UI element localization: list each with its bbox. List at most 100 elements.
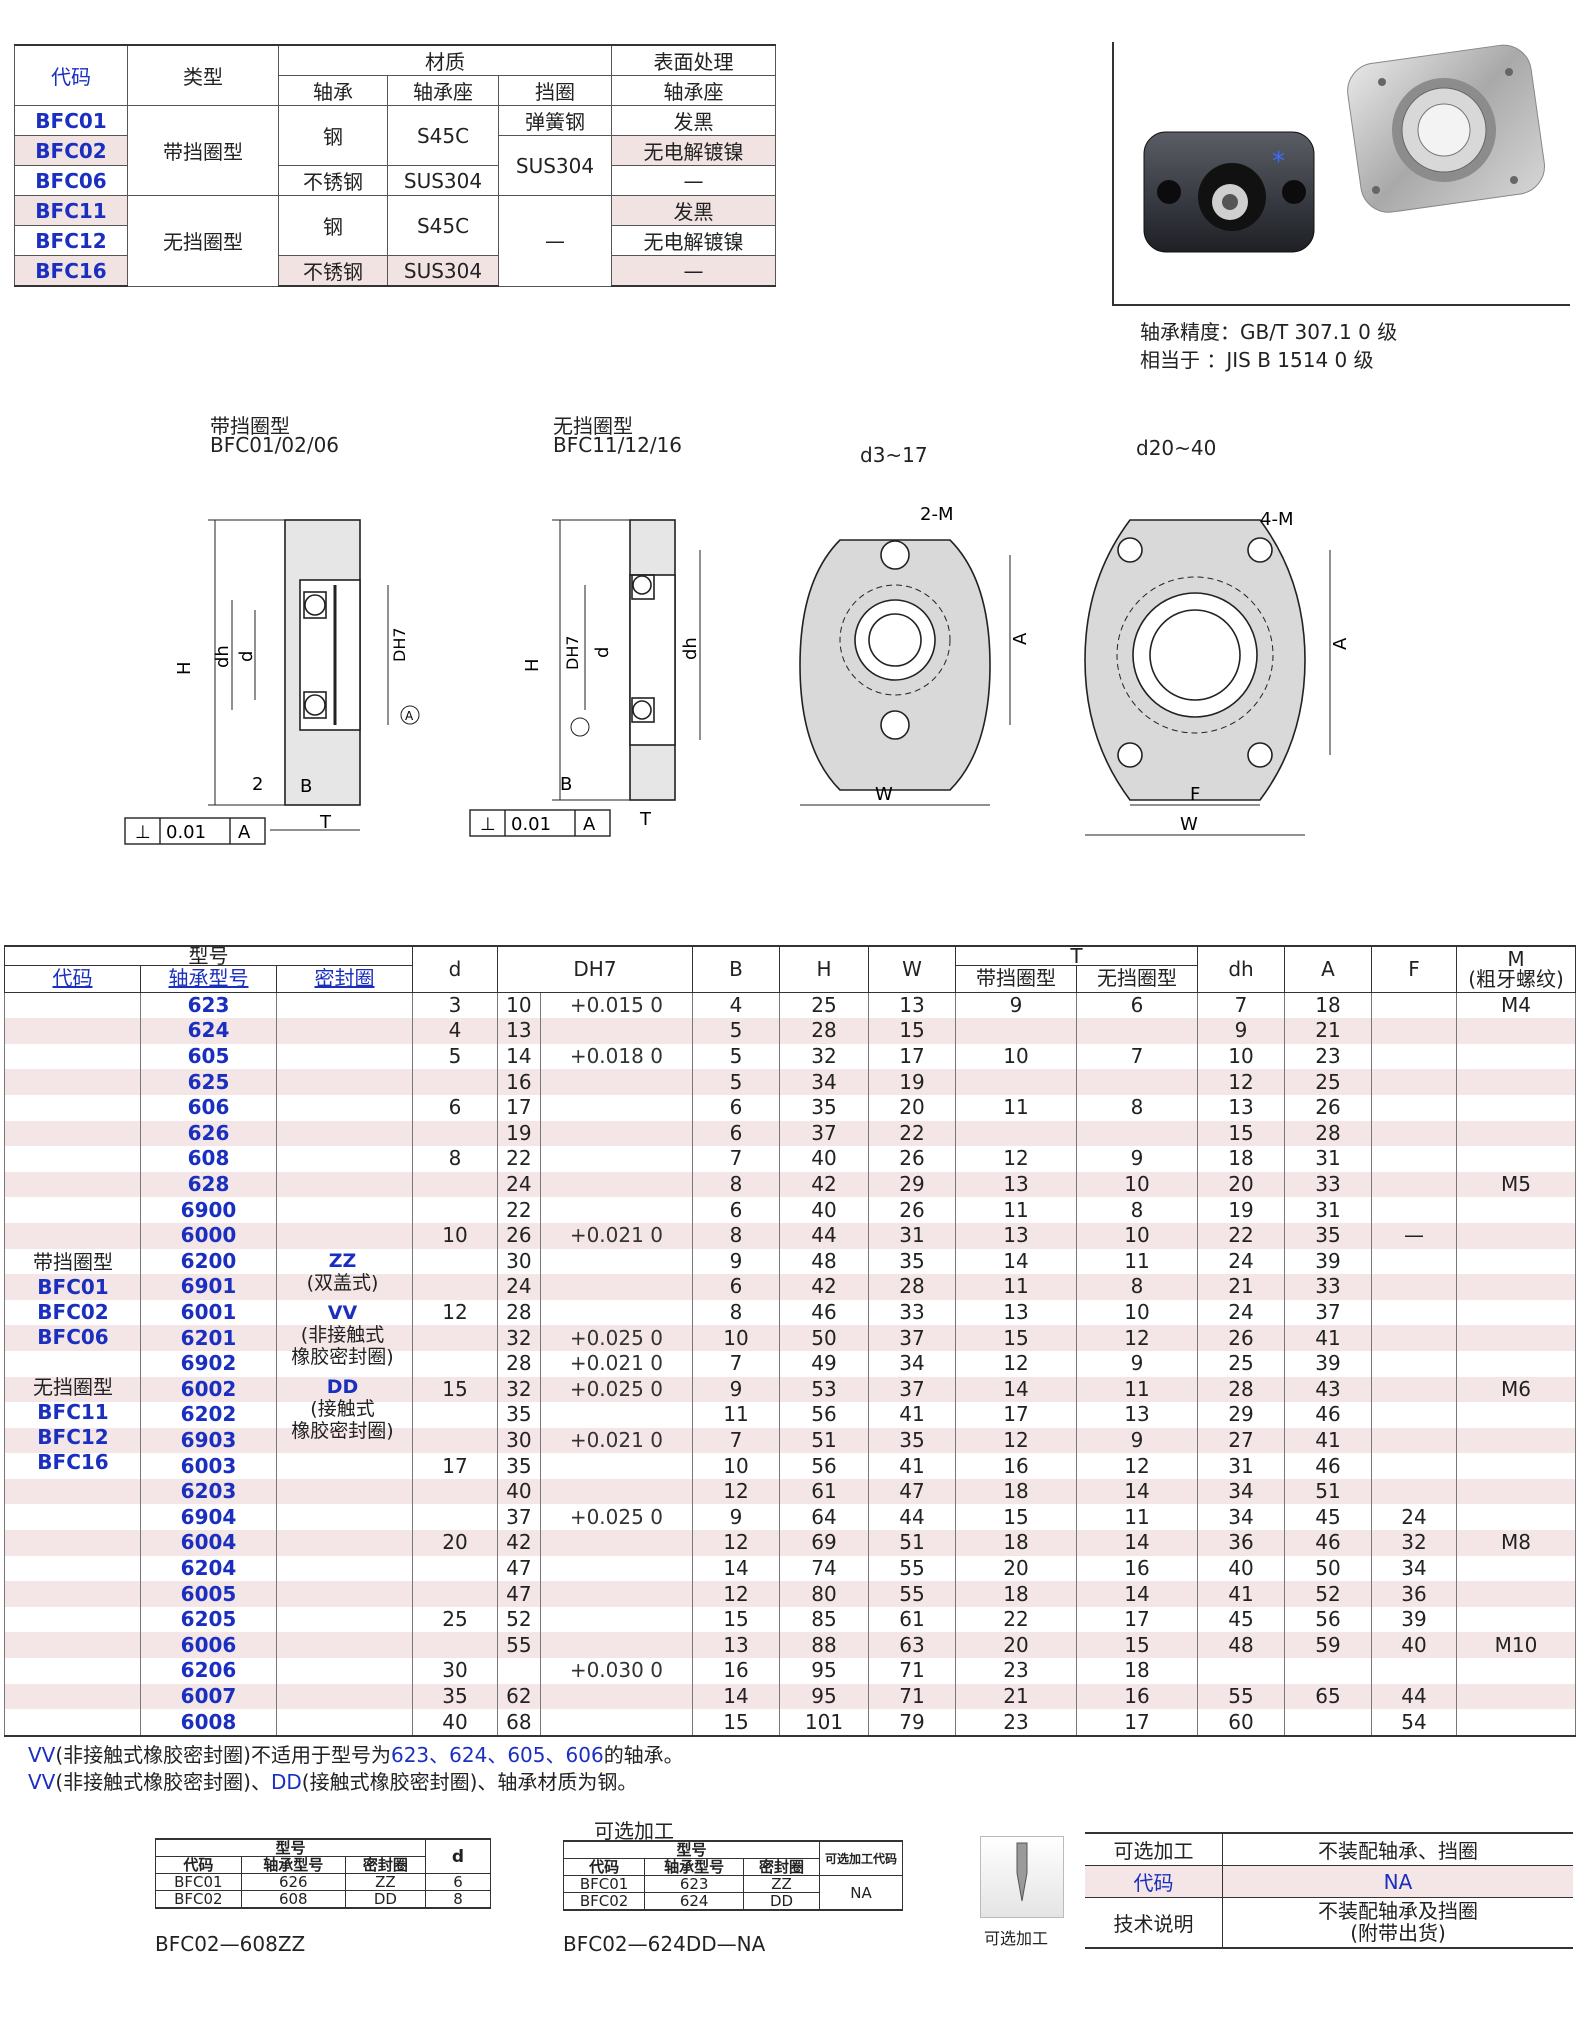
cell-H: 56 (779, 1453, 869, 1479)
cell-D: 14 (497, 1043, 541, 1070)
cell-A: 46 (1284, 1530, 1372, 1556)
cell-M (1456, 1094, 1576, 1121)
cell-bearing: 6201 (140, 1325, 277, 1351)
cell-D: 32 (497, 1376, 541, 1403)
cell-D: 62 (497, 1683, 541, 1710)
oe1-code: 代码 (155, 1856, 242, 1874)
cell-A: 46 (1284, 1402, 1372, 1428)
oe1-cell: 6 (425, 1873, 491, 1891)
cell-D: 22 (497, 1197, 541, 1223)
cell-d: 17 (412, 1453, 498, 1479)
type-cell: 无挡圈型 (127, 195, 279, 287)
cell-W: 22 (868, 1120, 956, 1147)
cell-A: 26 (1284, 1094, 1372, 1121)
cell-T1: 21 (955, 1683, 1077, 1710)
cell-A: 59 (1284, 1632, 1372, 1659)
cell-dh: 24 (1197, 1299, 1285, 1326)
cell-D: 55 (497, 1632, 541, 1659)
hdr-dh: dh (1197, 944, 1285, 993)
row-code: BFC02 (14, 135, 128, 166)
cell-blank (4, 1248, 141, 1275)
cell-M (1456, 1197, 1576, 1223)
cell-T1: 20 (955, 1632, 1077, 1659)
cell-bearing: 628 (140, 1171, 277, 1198)
seal-zz-desc: (双盖式) (306, 1272, 379, 1294)
cell-F: 40 (1371, 1632, 1457, 1659)
cell-T2: 10 (1076, 1299, 1198, 1326)
dim-dh-label-2: dh (680, 637, 701, 660)
cell-A: 50 (1284, 1555, 1372, 1582)
cell-dh: 24 (1197, 1248, 1285, 1275)
hdr-T2: 无挡圈型 (1076, 965, 1198, 993)
cell-tol (539, 1094, 694, 1121)
oe1-cell: ZZ (344, 1873, 427, 1891)
cell-dh: 45 (1197, 1606, 1285, 1633)
cell-D: 22 (497, 1146, 541, 1172)
hdr-bearing-no: 轴承型号 (140, 965, 277, 993)
cell-H: 25 (779, 992, 869, 1019)
cell-bearing: 6007 (140, 1683, 277, 1710)
cell-dh: 60 (1197, 1709, 1285, 1737)
type-cell: 带挡圈型 (127, 105, 279, 196)
cell-tol (539, 1146, 694, 1172)
cell-blank (276, 1325, 413, 1351)
cell-dh: 13 (1197, 1094, 1285, 1121)
cell-bearing: 6206 (140, 1658, 277, 1684)
cell-T2: 11 (1076, 1504, 1198, 1531)
cell-d (412, 1171, 498, 1198)
cell-A: 18 (1284, 992, 1372, 1019)
cell-d (412, 1248, 498, 1275)
cell-H: 53 (779, 1376, 869, 1403)
cell-blank (276, 1402, 413, 1428)
oe2-seal: 密封圈 (743, 1858, 820, 1876)
cell-A (1284, 1658, 1372, 1684)
cell-T2: 17 (1076, 1709, 1198, 1737)
cell-T1: 10 (955, 1043, 1077, 1070)
cell-W: 15 (868, 1018, 956, 1044)
cell-H: 85 (779, 1606, 869, 1633)
cell-tol (539, 1069, 694, 1095)
cell-dh: 36 (1197, 1530, 1285, 1556)
front-view-4-hole (1084, 519, 1331, 836)
cell-tol: +0.018 0 (539, 1043, 694, 1070)
cell-blank (4, 1094, 141, 1121)
cell-F: 24 (1371, 1504, 1457, 1531)
oe2-code: 代码 (562, 1858, 646, 1876)
cell-T2: 12 (1076, 1453, 1198, 1479)
cell-D (497, 1658, 541, 1684)
cell-d: 35 (412, 1683, 498, 1710)
cell-H: 49 (779, 1350, 869, 1377)
cell-dh: 7 (1197, 992, 1285, 1019)
cell-W: 55 (868, 1581, 956, 1607)
cell-d (412, 1325, 498, 1351)
cell-W: 29 (868, 1171, 956, 1198)
cell-dh: 34 (1197, 1478, 1285, 1505)
cell-F (1371, 1402, 1457, 1428)
row-code: BFC01 (14, 105, 128, 136)
cell-M: M10 (1456, 1632, 1576, 1659)
cell-F (1371, 1248, 1457, 1275)
oe2-cell: BFC02 (562, 1892, 646, 1911)
bearing-cell: 不锈钢 (278, 255, 388, 287)
cell-T1: 12 (955, 1146, 1077, 1172)
cell-d (412, 1632, 498, 1659)
perp-symbol-2: ⊥ (480, 814, 496, 835)
cell-blank (276, 1171, 413, 1198)
cell-d: 30 (412, 1658, 498, 1684)
cell-tol (539, 1632, 694, 1659)
hdr-A: A (1284, 944, 1372, 993)
cell-A: 35 (1284, 1222, 1372, 1249)
cell-dh: 9 (1197, 1018, 1285, 1044)
cell-d (412, 1427, 498, 1454)
cell-T2: 12 (1076, 1325, 1198, 1351)
seal-zz: ZZ (328, 1250, 357, 1272)
cell-W: 41 (868, 1402, 956, 1428)
cell-W: 31 (868, 1222, 956, 1249)
